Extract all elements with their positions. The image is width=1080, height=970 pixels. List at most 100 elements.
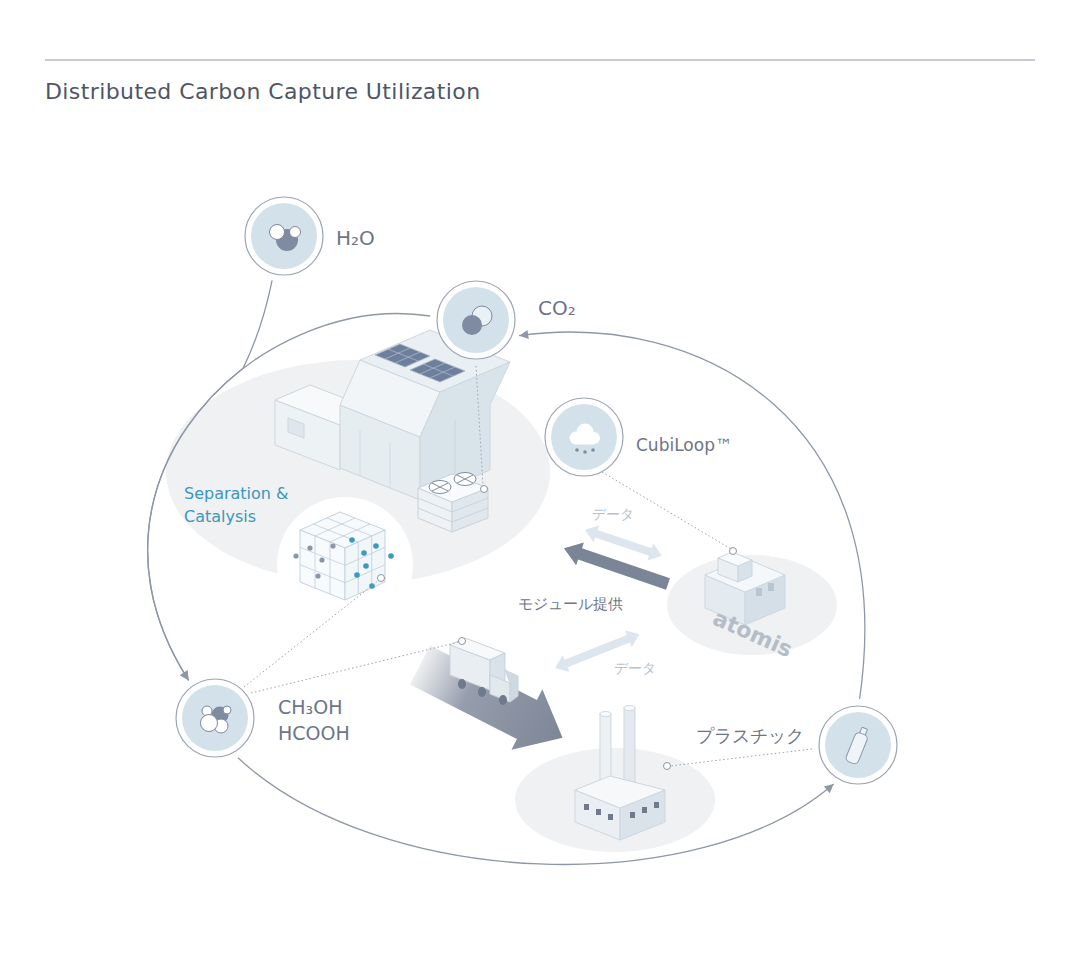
circle-outline [176, 679, 254, 757]
factory [596, 809, 601, 815]
molecule-circle: H₂O [244, 196, 324, 276]
circle-outline [436, 280, 516, 360]
factory [515, 748, 715, 852]
circle-label: プラスチック [696, 725, 804, 747]
module-arrow [560, 537, 672, 595]
fan-units [418, 508, 452, 522]
catalyst-inset [345, 530, 385, 600]
factory [600, 712, 611, 717]
factory [630, 812, 635, 818]
title-rule [45, 59, 1035, 60]
circle-fill [551, 404, 617, 470]
diagram-title: Distributed Carbon Capture Utilization [45, 79, 480, 105]
catalyst-inset [277, 497, 413, 633]
fan-units [452, 508, 488, 522]
factory [584, 802, 659, 820]
circle-outline [245, 197, 323, 275]
circle-fill [443, 287, 509, 353]
leader-dot [730, 548, 737, 555]
factory [642, 807, 647, 813]
flow-arrow [148, 314, 431, 681]
catalyst-inset [307, 545, 312, 550]
leader-dot [459, 638, 466, 645]
flow-line [238, 758, 834, 865]
molecule-icon [845, 726, 871, 765]
circle-outline [818, 705, 898, 785]
process-label: Separation & Catalysis [184, 482, 314, 528]
catalyst-inset [349, 537, 355, 543]
leader-dot [481, 486, 488, 493]
solar-panel [423, 364, 453, 376]
circle-fill [182, 685, 248, 751]
molecule-circle: プラスチック [818, 705, 898, 785]
arrow-label: データ [614, 660, 656, 677]
catalyst-inset [293, 553, 298, 558]
arrow-head [519, 330, 529, 339]
catalyst-inset [319, 557, 324, 562]
circle-fill [825, 712, 891, 778]
factory [575, 776, 665, 808]
catalyst-inset [345, 547, 385, 565]
plant-building [390, 442, 391, 488]
factory [515, 706, 715, 853]
catalyst-inset [369, 583, 375, 589]
circle-outline [244, 196, 324, 276]
flow-arrow [148, 280, 272, 680]
catalyst-inset [354, 572, 360, 578]
atomis-platform [756, 588, 762, 596]
catalyst-inset [300, 530, 345, 600]
catalyst-inset [371, 536, 372, 588]
truck [478, 687, 486, 697]
delivery-road [405, 635, 578, 768]
truck [499, 695, 507, 705]
truck [450, 638, 518, 705]
flow-line [148, 280, 272, 680]
leader-line [244, 580, 379, 687]
circle-outline [545, 398, 623, 476]
arrow-head [824, 784, 834, 793]
catalyst-inset [300, 547, 345, 565]
catalyst-inset [300, 565, 345, 583]
leader-line [476, 366, 483, 486]
factory [584, 804, 589, 810]
leader-line [251, 642, 459, 693]
arrow-label: モジュール提供 [518, 595, 623, 613]
circle-outline [175, 678, 255, 758]
arrow-head [180, 670, 189, 680]
plant-building [288, 418, 304, 438]
catalyst-inset [293, 543, 335, 578]
flow-arrow [519, 330, 865, 699]
circle-outline [437, 281, 515, 359]
molecule-circle: CO₂ [436, 280, 516, 360]
catalyst-inset [327, 518, 372, 536]
circle-label: CubiLoop™ [636, 435, 732, 455]
circle-label: H₂O [336, 226, 375, 250]
arrow-label: データ [592, 506, 634, 523]
leader-line [244, 366, 812, 766]
plant-building [420, 362, 510, 500]
arrow-head [180, 670, 189, 680]
flow-line [148, 314, 431, 681]
molecule-icon [570, 424, 601, 454]
delivery-road [405, 635, 578, 768]
catalyst-inset [315, 536, 316, 588]
catalyst-inset [330, 543, 335, 548]
catalyst-inset [300, 518, 385, 594]
catalyst-inset [330, 542, 331, 594]
catalyst-inset [358, 542, 359, 594]
leader-line [670, 749, 812, 766]
catalyst-inset [313, 524, 358, 542]
factory [624, 706, 635, 711]
circle-label: CO₂ [538, 296, 576, 320]
catalyst-inset [277, 497, 413, 633]
atomis-platform [768, 583, 774, 591]
factory [608, 814, 613, 820]
molecule-icon [201, 706, 232, 733]
fan-units [432, 475, 473, 491]
leader-dot [664, 763, 671, 770]
catalyst-inset [315, 573, 320, 578]
catalyst-inset [363, 563, 369, 569]
